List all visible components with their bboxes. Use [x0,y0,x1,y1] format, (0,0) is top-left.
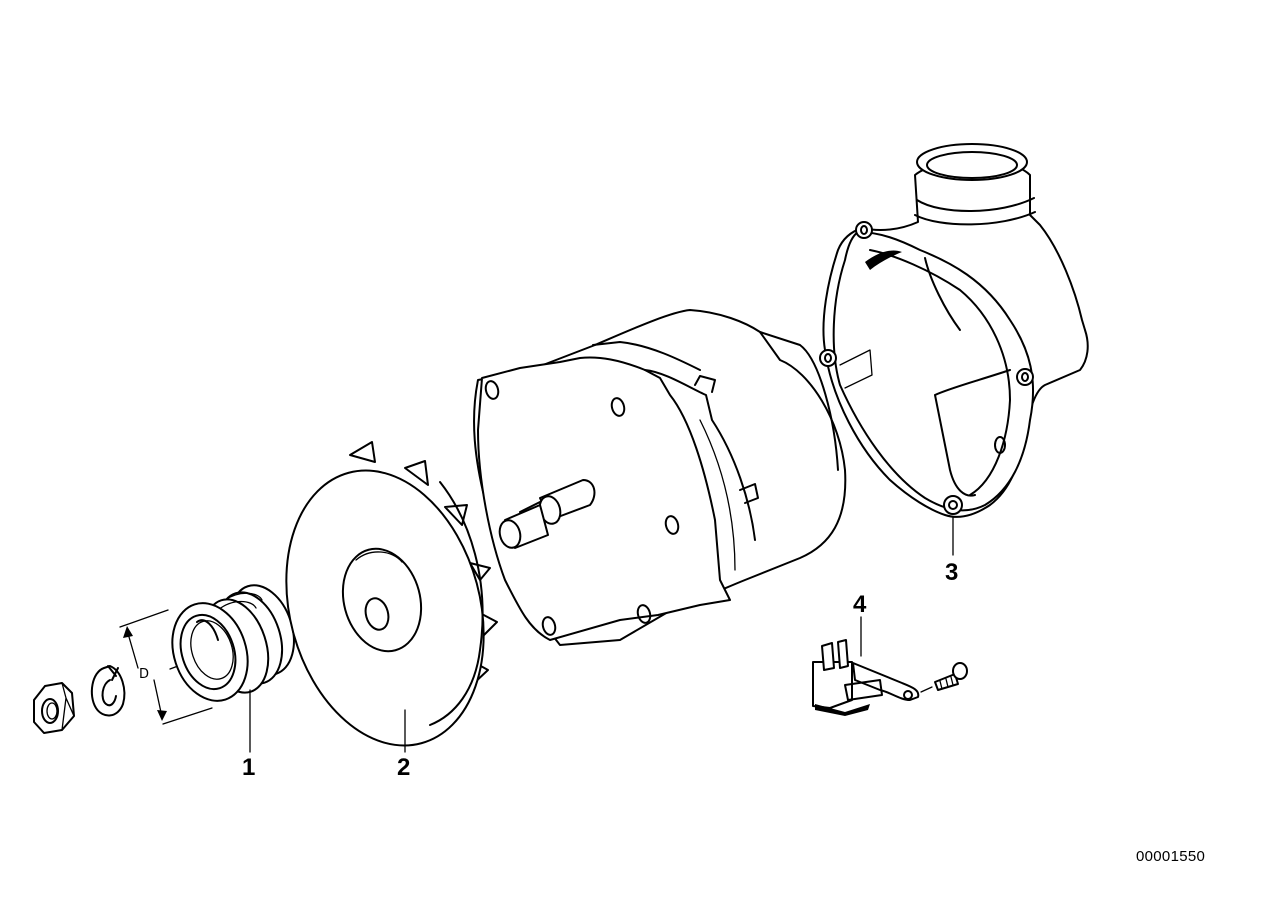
alternator-body-icon [473,309,847,646]
hex-nut-icon [33,682,75,734]
dimension-label: D [139,667,150,682]
callout-4[interactable]: 4 [853,591,867,618]
fan-icon [285,441,498,747]
voltage-regulator-icon [812,639,920,716]
reference-number: 00001550 [1136,848,1206,865]
callout-2[interactable]: 2 [397,754,411,781]
screw-icon [920,662,968,693]
air-duct-housing-icon [819,143,1089,518]
spring-washer-icon [90,665,126,717]
pulley-icon [171,584,295,702]
leader-lines [249,516,954,753]
callout-1[interactable]: 1 [242,754,256,781]
callout-3[interactable]: 3 [945,559,959,586]
